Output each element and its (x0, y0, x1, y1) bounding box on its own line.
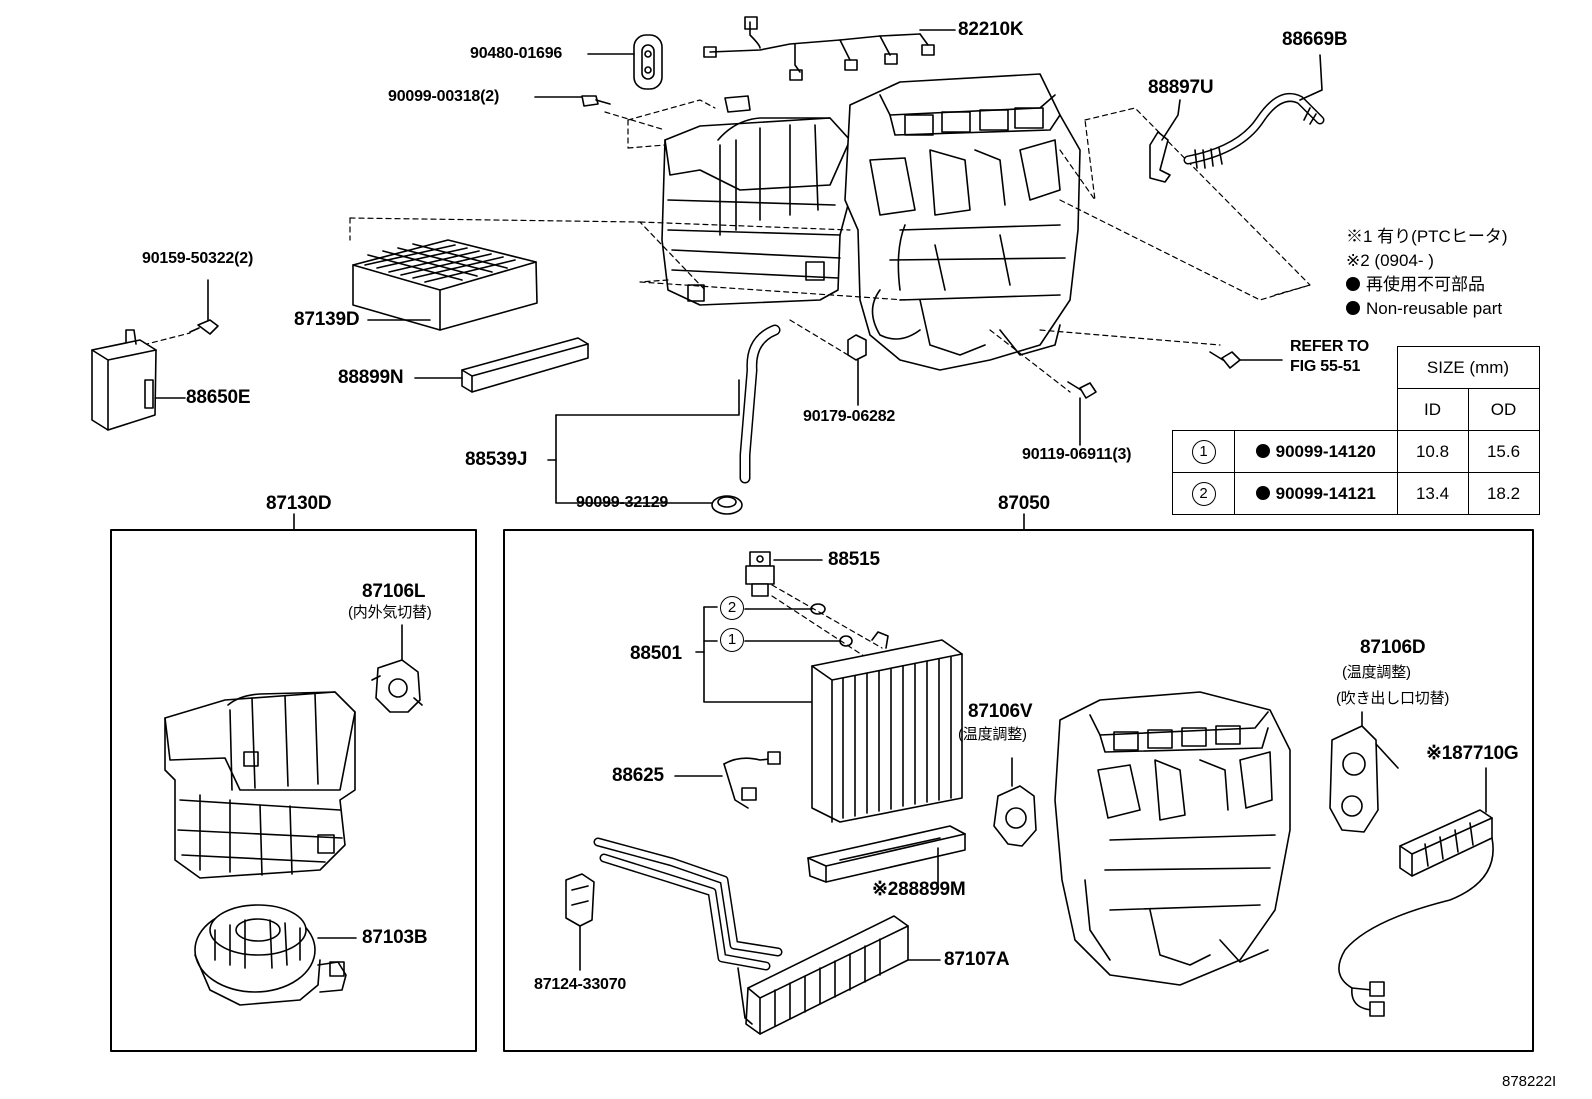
label-87710g: ※187710G (1426, 743, 1519, 764)
blower-motor-87103b (194, 904, 347, 1006)
hose-88669b (1183, 93, 1325, 169)
ptc-heater-87710g (1338, 809, 1494, 1017)
label-90119-06911: 90119-06911(3) (1022, 446, 1132, 463)
label-87107a: 87107A (944, 949, 1010, 970)
label-90179-06282: 90179-06282 (803, 408, 896, 425)
label-87130d: 87130D (266, 493, 332, 514)
label-87124-33070: 87124-33070 (534, 976, 627, 993)
cover-88899m (807, 825, 966, 883)
bullet-icon (1346, 301, 1360, 315)
module-88650e (91, 329, 157, 431)
label-88669b: 88669B (1282, 29, 1348, 50)
label-87106d-note1: (温度調整) (1342, 664, 1411, 681)
label-88899m: ※288899M (872, 879, 966, 900)
label-90480-01696: 90480-01696 (470, 45, 563, 62)
heater-unit-case (1054, 691, 1291, 986)
table-row: 1 90099-14120 10.8 15.6 (1172, 430, 1540, 473)
label-87106l: 87106L (362, 581, 426, 602)
servo-87106l (371, 659, 423, 713)
grommet-90480-01696 (633, 34, 663, 90)
bullet-icon (1346, 277, 1360, 291)
label-88515: 88515 (828, 549, 880, 570)
note-non-reusable-jp: 再使用不可部品 (1346, 273, 1485, 297)
ref-circle-2: 2 (720, 596, 744, 620)
screw-90119-06911 (1067, 381, 1097, 399)
wire-harness-82210k (703, 16, 935, 81)
clamp-87124-33070 (565, 873, 595, 927)
drain-hose-88539j (739, 324, 781, 484)
col-id: ID (1396, 388, 1469, 431)
label-refer-to: REFER TO (1290, 338, 1370, 355)
label-87106v: 87106V (968, 701, 1033, 722)
servo-87106d (1329, 725, 1399, 833)
heater-core-87107a (593, 837, 909, 1035)
col-od: OD (1467, 388, 1540, 431)
table-row: 2 90099-14121 13.4 18.2 (1172, 472, 1540, 515)
group-box-87050 (503, 529, 1534, 1052)
cover-88899n (461, 337, 589, 393)
label-88501: 88501 (630, 643, 682, 664)
label-87139d: 87139D (294, 309, 360, 330)
sensor-88625 (723, 751, 781, 809)
label-87106l-note: (内外気切替) (348, 604, 432, 621)
label-87106v-note: (温度調整) (958, 726, 1027, 743)
main-hvac-assembly (661, 73, 1081, 371)
evaporator (811, 631, 963, 823)
clip-90179-06282 (847, 334, 867, 361)
label-90099-00318: 90099-00318(2) (388, 88, 500, 105)
note-ptc-heater: ※1 有り(PTCヒータ) (1346, 227, 1508, 246)
screw-90099-00318 (581, 95, 611, 107)
label-90159-50322: 90159-50322(2) (142, 250, 254, 267)
blower-case (164, 691, 356, 879)
label-88539j: 88539J (465, 449, 528, 470)
label-fig-55-51: FIG 55-51 (1290, 358, 1361, 375)
label-82210k: 82210K (958, 19, 1024, 40)
bullet-icon (1255, 443, 1270, 458)
dashed-outlines (349, 99, 1311, 393)
servo-87106v (993, 785, 1037, 847)
label-88897u: 88897U (1148, 77, 1214, 98)
label-90099-32129: 90099-32129 (576, 494, 669, 511)
grommet-90099-32129 (711, 495, 743, 515)
label-87103b: 87103B (362, 927, 428, 948)
figure-code: 878222I (1502, 1073, 1557, 1090)
label-88650e: 88650E (186, 387, 251, 408)
label-87106d-note2: (吹き出し口切替) (1336, 690, 1450, 707)
sensor-88897u (1149, 131, 1171, 183)
label-88899n: 88899N (338, 367, 404, 388)
expansion-valve-88515 (745, 551, 775, 597)
note-non-reusable-en: Non-reusable part (1346, 297, 1502, 321)
ref-circle-1: 1 (720, 628, 744, 652)
bullet-icon (1255, 485, 1270, 500)
note-date-range: ※2 (0904- ) (1346, 251, 1434, 270)
bolt-90159-50322 (189, 319, 219, 335)
label-88625: 88625 (612, 765, 664, 786)
label-87106d: 87106D (1360, 637, 1426, 658)
size-header: SIZE (mm) (1396, 346, 1540, 389)
hose-size-table: SIZE (mm) ID OD 1 90099-14120 10.8 15.6 … (1172, 346, 1540, 515)
label-87050: 87050 (998, 493, 1050, 514)
filter-87139d (352, 239, 538, 331)
